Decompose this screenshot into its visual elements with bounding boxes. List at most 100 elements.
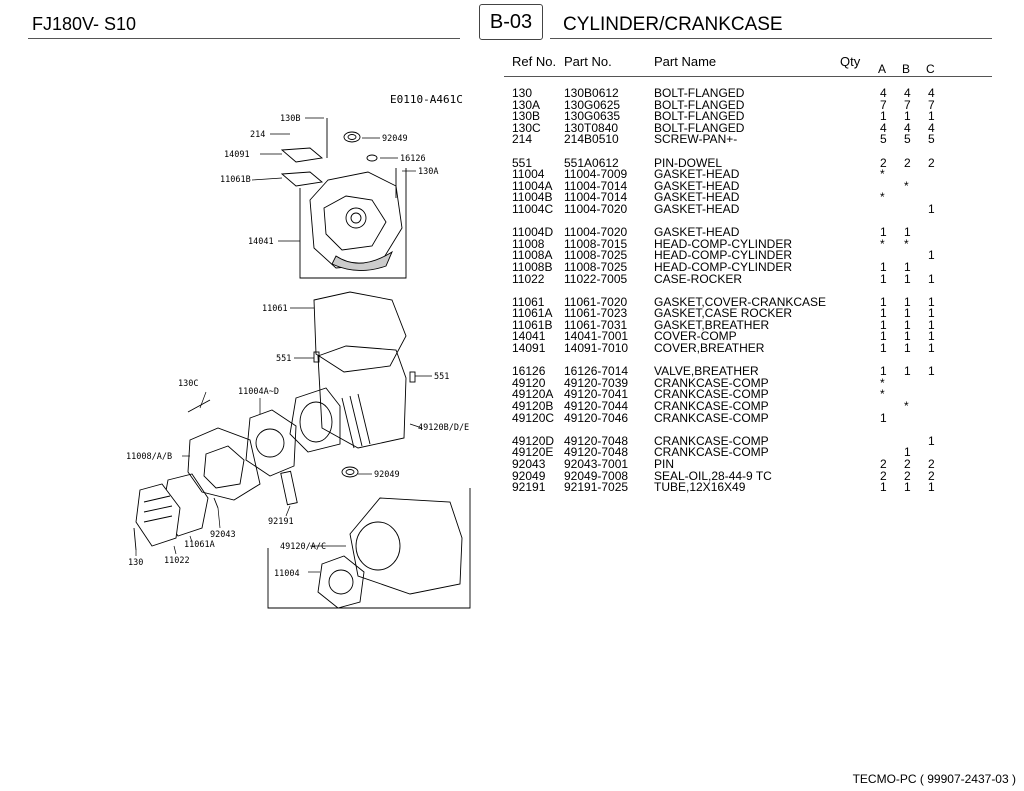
fin-3 xyxy=(357,393,371,445)
part-name: TUBE,12X16X49 xyxy=(654,480,746,495)
breather-cover xyxy=(280,147,324,163)
qty-c: 2 xyxy=(928,457,935,471)
qty-a: 1 xyxy=(880,480,887,495)
section-title: CYLINDER/CRANKCASE xyxy=(563,14,783,35)
qty-b: 1 xyxy=(904,294,911,309)
callout-130b: 130B xyxy=(280,114,300,124)
part-number: 11061-7023 xyxy=(564,306,628,321)
callout-11008-a-b: 11008/A/B xyxy=(126,452,172,462)
col-header-b: B xyxy=(902,62,911,76)
bolt-130 xyxy=(133,527,137,551)
part-name: SEAL-OIL,28-44-9 TC xyxy=(654,468,772,483)
qty-c: 5 xyxy=(928,132,935,147)
part-name: GASKET-HEAD xyxy=(654,201,740,216)
callout-11022: 11022 xyxy=(164,556,190,566)
qty-a: 2 xyxy=(880,155,887,170)
part-name: COVER-COMP xyxy=(654,329,737,344)
qty-b: 1 xyxy=(904,306,911,321)
part-row: 49120C 49120-7046 CRANKCASE-COMP 1 xyxy=(512,410,992,425)
qty-a: 2 xyxy=(880,457,887,471)
model-name: FJ180V- S10 xyxy=(32,14,137,34)
part-number: 49120-7048 xyxy=(564,445,629,460)
qty-a: 4 xyxy=(880,120,887,135)
part-number: 11061-7020 xyxy=(564,294,628,309)
part-number: 11004-7020 xyxy=(564,225,628,240)
rocker-case-drawing xyxy=(135,483,181,547)
part-name: GASKET,COVER-CRANKCASE xyxy=(654,294,827,309)
qty-c: 1 xyxy=(928,306,935,321)
part-ref-no: 130A xyxy=(512,97,541,112)
part-name: VALVE,BREATHER xyxy=(654,364,759,379)
part-number: 14091-7010 xyxy=(564,341,629,356)
qty-c: 2 xyxy=(928,155,935,170)
part-name: CRANKCASE-COMP xyxy=(654,410,769,425)
callout-92043: 92043 xyxy=(210,530,236,540)
qty-b: 4 xyxy=(904,86,911,100)
part-number: 130T0840 xyxy=(564,120,619,135)
alt-bore xyxy=(355,521,401,571)
qty-c: 1 xyxy=(928,433,935,448)
part-name: SCREW-PAN+- xyxy=(654,132,738,147)
qty-b: * xyxy=(904,236,909,251)
qty-b: 1 xyxy=(904,329,911,344)
callout-14091: 14091 xyxy=(224,150,250,160)
part-name: GASKET-HEAD xyxy=(654,167,740,182)
cover-inner-detail xyxy=(323,195,387,251)
qty-c: 2 xyxy=(928,468,935,483)
cover-boss-inner xyxy=(350,212,362,224)
part-number: 49120-7046 xyxy=(564,410,629,425)
qty-c: 1 xyxy=(928,317,935,332)
part-name: GASKET,CASE ROCKER xyxy=(654,306,793,321)
pin-92043 xyxy=(213,497,219,509)
head-gasket-alt-bore xyxy=(328,569,354,595)
part-ref-no: 11008 xyxy=(512,236,545,251)
qty-b: 2 xyxy=(904,457,911,471)
part-ref-no: 11004A xyxy=(512,178,553,193)
part-number: 130G0635 xyxy=(564,109,621,124)
part-name: CRANKCASE-COMP xyxy=(654,433,769,448)
part-name: HEAD-COMP-CYLINDER xyxy=(654,259,793,274)
oil-seal-top-inner xyxy=(347,134,357,140)
part-number: 130G0625 xyxy=(564,97,621,112)
part-name: GASKET,BREATHER xyxy=(654,317,770,332)
fin-2 xyxy=(349,395,363,447)
crankcase-gasket-drawing xyxy=(313,291,407,373)
part-name: PIN xyxy=(654,457,675,471)
qty-a: 4 xyxy=(880,86,887,100)
qty-a: 1 xyxy=(880,259,887,274)
col-header-a: A xyxy=(878,62,887,76)
qty-c: 1 xyxy=(928,248,935,263)
part-ref-no: 49120C xyxy=(512,410,555,425)
qty-b: 1 xyxy=(904,259,911,274)
part-number: 130B0612 xyxy=(564,86,619,100)
qty-a: 1 xyxy=(880,364,887,379)
callout-551-left: 551 xyxy=(276,354,291,364)
qty-b: 1 xyxy=(904,445,911,460)
oil-seal-lower-inner xyxy=(345,469,355,475)
section-code-box: B-03 xyxy=(479,4,543,40)
diagram-code: E0110-A461C xyxy=(390,93,463,106)
part-number: 16126-7014 xyxy=(564,364,629,379)
qty-a: 1 xyxy=(880,410,887,425)
qty-b: 1 xyxy=(904,480,911,495)
qty-b: 7 xyxy=(904,97,911,112)
part-number: 49120-7039 xyxy=(564,375,629,390)
qty-a: 1 xyxy=(880,341,887,356)
part-name: BOLT-FLANGED xyxy=(654,109,745,124)
col-header-partno: Part No. xyxy=(564,54,612,69)
part-name: GASKET-HEAD xyxy=(654,225,740,240)
qty-a: 5 xyxy=(880,132,887,147)
qty-c: 4 xyxy=(928,86,935,100)
part-name: BOLT-FLANGED xyxy=(654,86,745,100)
bolt-130c xyxy=(187,399,211,413)
bore-opening xyxy=(299,401,333,443)
